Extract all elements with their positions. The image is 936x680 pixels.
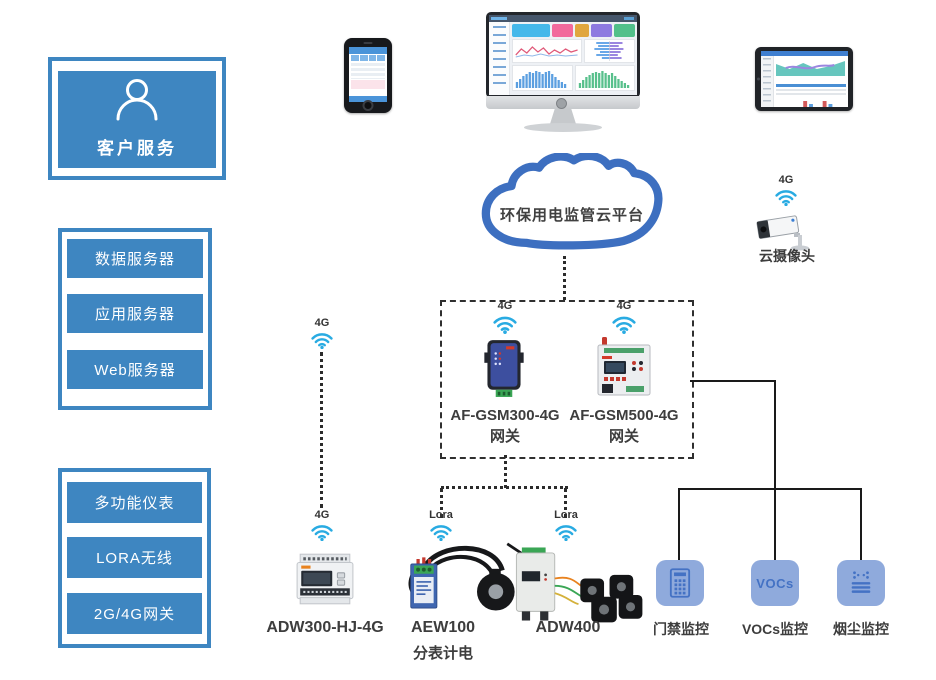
dust-tile bbox=[837, 560, 885, 606]
dust-label: 烟尘监控 bbox=[833, 621, 889, 637]
capability-item-gateway: 2G/4G网关 bbox=[67, 593, 202, 634]
gateway-gsm300-device bbox=[484, 340, 524, 397]
server-item-app: 应用服务器 bbox=[67, 294, 203, 333]
dashboard-kpi-cards bbox=[512, 24, 635, 37]
adw300-signal-top-label: 4G bbox=[314, 317, 330, 329]
server-item-web: Web服务器 bbox=[67, 350, 203, 389]
wire-down-door bbox=[678, 488, 680, 562]
wifi-icon bbox=[311, 333, 333, 349]
cloud-platform-label: 环保用电监管云平台 bbox=[499, 207, 644, 224]
cloud-camera-icon bbox=[756, 215, 809, 251]
door-access-tile bbox=[656, 560, 704, 606]
wire-down-vocs bbox=[774, 380, 776, 562]
adw300-signal-label: 4G bbox=[314, 509, 330, 521]
gateway2-signal-label: 4G bbox=[616, 300, 632, 312]
camera-signal-label: 4G bbox=[778, 174, 794, 186]
wifi-icon bbox=[612, 316, 636, 334]
wifi-icon bbox=[775, 190, 797, 206]
connector-gateways-down bbox=[504, 455, 507, 488]
phone-speaker bbox=[363, 42, 373, 44]
server-item-data: 数据服务器 bbox=[67, 239, 203, 278]
dashboard-bar-chart-blue bbox=[512, 65, 573, 91]
gateway2-model-label: AF-GSM500-4G bbox=[569, 407, 679, 424]
cloud-shape bbox=[481, 153, 663, 250]
dashboard-line-chart bbox=[512, 39, 583, 63]
desktop-monitor-mockup bbox=[486, 12, 640, 98]
capability-item-meter: 多功能仪表 bbox=[67, 482, 202, 523]
phone-screen bbox=[349, 47, 387, 102]
customer-service-panel bbox=[58, 71, 216, 168]
gateway1-model-label: AF-GSM300-4G bbox=[450, 407, 560, 424]
gateway2-role-label: 网关 bbox=[608, 428, 640, 445]
gateway-group-box bbox=[440, 300, 694, 459]
wifi-icon bbox=[493, 316, 517, 334]
person-icon bbox=[116, 79, 158, 121]
door-access-label: 门禁监控 bbox=[653, 621, 709, 637]
tablet-dashboard-screen bbox=[761, 51, 848, 107]
gateway1-signal-label: 4G bbox=[497, 300, 513, 312]
aew100-model-label: AEW100 bbox=[410, 619, 476, 636]
monitor-stand-neck bbox=[550, 109, 576, 124]
dashboard-bar-chart-green bbox=[574, 65, 635, 91]
phone-home-button bbox=[362, 100, 374, 111]
wifi-icon bbox=[311, 525, 333, 541]
monitor-logo-circle bbox=[556, 98, 567, 109]
wire-down-dust bbox=[860, 488, 862, 562]
vocs-label: VOCs监控 bbox=[741, 621, 809, 637]
vocs-icon-text: VOCs bbox=[756, 575, 794, 591]
adw400-signal-label: Lora bbox=[554, 509, 578, 521]
dashboard-pyramid-chart bbox=[584, 39, 635, 63]
adw400-device bbox=[506, 542, 643, 623]
tablet-mockup bbox=[755, 47, 853, 111]
wire-gatewaybox-right bbox=[690, 380, 775, 382]
tablet-area-chart bbox=[776, 61, 846, 76]
camera-label: 云摄像头 bbox=[759, 248, 815, 264]
wifi-icon bbox=[555, 525, 577, 541]
connector-lora-branch bbox=[441, 486, 568, 489]
aew100-signal-label: Lora bbox=[429, 509, 453, 521]
customer-service-label: 客户服务 bbox=[97, 139, 177, 158]
adw300-model-label: ADW300-HJ-4G bbox=[266, 619, 384, 636]
tablet-camera bbox=[757, 77, 760, 81]
vocs-tile: VOCs bbox=[751, 560, 799, 606]
wire-monitor-branch bbox=[678, 488, 862, 490]
gateway1-role-label: 网关 bbox=[489, 428, 521, 445]
connector-to-aew100 bbox=[440, 488, 443, 518]
smartphone-app-mockup bbox=[344, 38, 392, 113]
monitor-dashboard-screen bbox=[489, 15, 637, 95]
tablet-mini-bars bbox=[803, 101, 833, 107]
adw300-device bbox=[296, 553, 354, 605]
connector-adw300-4g bbox=[320, 352, 323, 508]
connector-cloud-to-gateways bbox=[563, 256, 566, 300]
dust-icon bbox=[851, 571, 871, 593]
wifi-icon bbox=[430, 525, 452, 541]
connector-to-adw400 bbox=[564, 488, 567, 518]
gateway-gsm500-device bbox=[597, 337, 651, 396]
capability-item-lora: LORA无线 bbox=[67, 537, 202, 578]
keypad-icon bbox=[669, 568, 691, 598]
aew100-device bbox=[408, 545, 515, 611]
adw400-model-label: ADW400 bbox=[535, 619, 601, 636]
monitor-stand-base bbox=[524, 123, 602, 132]
aew100-subtitle-label: 分表计电 bbox=[412, 645, 474, 662]
